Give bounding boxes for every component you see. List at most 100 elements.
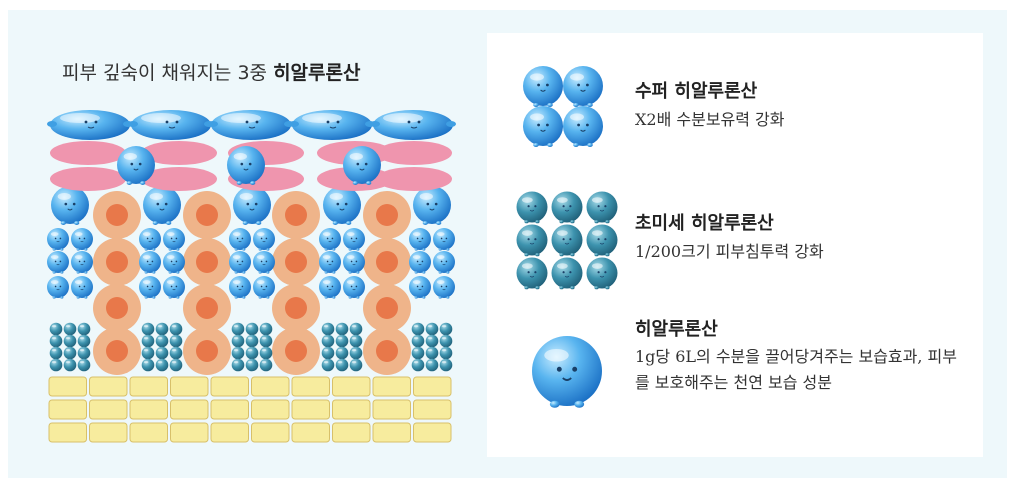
micro-hyaluronic-bubble	[439, 334, 453, 348]
skin-cell	[93, 327, 141, 375]
micro-hyaluronic-bubble	[516, 257, 548, 290]
skin-cell	[363, 238, 411, 286]
base-cell	[291, 399, 330, 420]
base-cell	[89, 422, 128, 443]
micro-hyaluronic-bubble	[245, 346, 259, 360]
skin-cell	[363, 284, 411, 332]
super-hyaluronic-cluster-icon	[523, 66, 603, 147]
micro-hyaluronic-bubble	[349, 346, 363, 360]
micro-hyaluronic-bubble	[169, 334, 183, 348]
super-hyaluronic-bubble	[227, 146, 265, 185]
base-cell	[89, 399, 128, 420]
legend-desc-micro: 1/200크기 피부침투력 강화	[635, 242, 824, 261]
micro-hyaluronic-bubble	[259, 358, 273, 372]
base-cell	[129, 399, 168, 420]
skin-cell	[183, 284, 231, 332]
micro-hyaluronic-bubble	[586, 224, 618, 257]
micro-hyaluronic-bubble	[335, 346, 349, 360]
hyaluronic-bubble	[139, 251, 161, 274]
hyaluronic-bubble	[229, 251, 251, 274]
base-cell	[332, 422, 371, 443]
micro-hyaluronic-bubble	[425, 346, 439, 360]
skin-cell	[272, 284, 320, 332]
micro-hyaluronic-bubble	[231, 358, 245, 372]
base-cell	[129, 422, 168, 443]
micro-hyaluronic-grid-icon	[516, 191, 618, 290]
micro-hyaluronic-bubble	[439, 346, 453, 360]
micro-hyaluronic-bubble	[245, 322, 259, 336]
diagram-title-regular: 피부 깊숙이 채워지는 3중	[62, 62, 268, 84]
hyaluronic-bubble	[163, 228, 185, 251]
micro-hyaluronic-bubble	[155, 322, 169, 336]
micro-hyaluronic-bubble	[259, 322, 273, 336]
hyaluronic-bubble	[433, 251, 455, 274]
micro-hyaluronic-bubble	[439, 322, 453, 336]
hyaluronic-bubble	[47, 276, 69, 299]
hyaluronic-bubble	[71, 228, 93, 251]
surface-hyaluronic-bubble	[370, 110, 456, 140]
micro-hyaluronic-bubble	[77, 334, 91, 348]
skin-cell	[183, 191, 231, 239]
hyaluronic-bubble	[229, 228, 251, 251]
hyaluronic-bubble	[139, 276, 161, 299]
hyaluronic-bubble	[343, 228, 365, 251]
micro-hyaluronic-bubble	[411, 358, 425, 372]
super-hyaluronic-bubble	[233, 186, 271, 225]
hyaluronic-bubble	[319, 276, 341, 299]
pink-cell	[141, 167, 217, 191]
super-hyaluronic-bubble	[51, 186, 89, 225]
micro-hyaluronic-bubble	[321, 346, 335, 360]
base-cell	[48, 422, 87, 443]
micro-hyaluronic-bubble	[155, 358, 169, 372]
base-cell	[332, 376, 371, 397]
hyaluronic-bubble	[253, 228, 275, 251]
hyaluronic-bubble	[409, 276, 431, 299]
hyaluronic-bubble	[433, 276, 455, 299]
base-cell	[413, 422, 452, 443]
surface-hyaluronic-bubble	[289, 110, 375, 140]
base-cell	[251, 376, 290, 397]
super-hyaluronic-bubble	[563, 106, 603, 147]
base-cell	[372, 376, 411, 397]
super-hyaluronic-bubble	[323, 186, 361, 225]
micro-hyaluronic-bubble	[335, 322, 349, 336]
base-cell	[48, 399, 87, 420]
micro-hyaluronic-bubble	[169, 346, 183, 360]
super-hyaluronic-bubble	[563, 66, 603, 107]
hyaluronic-bubble	[343, 251, 365, 274]
micro-hyaluronic-bubble	[231, 322, 245, 336]
micro-hyaluronic-bubble	[63, 358, 77, 372]
micro-hyaluronic-bubble	[411, 346, 425, 360]
micro-hyaluronic-bubble	[63, 322, 77, 336]
base-cell	[332, 399, 371, 420]
micro-hyaluronic-bubble	[49, 334, 63, 348]
base-cell	[129, 376, 168, 397]
micro-hyaluronic-bubble	[321, 334, 335, 348]
micro-hyaluronic-bubble	[349, 334, 363, 348]
skin-cell	[272, 238, 320, 286]
pink-cell	[50, 167, 126, 191]
hyaluronic-bubble	[229, 276, 251, 299]
super-hyaluronic-bubble	[523, 66, 563, 107]
hyaluronic-bubble	[47, 228, 69, 251]
micro-hyaluronic-bubble	[259, 334, 273, 348]
micro-hyaluronic-bubble	[141, 334, 155, 348]
micro-hyaluronic-bubble	[551, 224, 583, 257]
micro-hyaluronic-bubble	[169, 322, 183, 336]
diagram-title: 피부 깊숙이 채워지는 3중 히알루론산	[62, 58, 360, 85]
skin-cell	[363, 327, 411, 375]
micro-hyaluronic-bubble	[335, 334, 349, 348]
skin-cell	[363, 191, 411, 239]
base-cell	[251, 399, 290, 420]
micro-hyaluronic-bubble	[63, 346, 77, 360]
surface-hyaluronic-bubble	[208, 110, 294, 140]
skin-cell	[93, 284, 141, 332]
legend-panel: 수퍼 히알루론산 X2배 수분보유력 강화 초미세 히알루론산 1/200크기 …	[487, 33, 983, 457]
micro-hyaluronic-bubble	[49, 346, 63, 360]
micro-hyaluronic-bubble	[425, 358, 439, 372]
micro-hyaluronic-bubble	[259, 346, 273, 360]
micro-hyaluronic-bubble	[169, 358, 183, 372]
skin-cell	[272, 327, 320, 375]
base-cell	[89, 376, 128, 397]
hyaluronic-bubble	[47, 251, 69, 274]
